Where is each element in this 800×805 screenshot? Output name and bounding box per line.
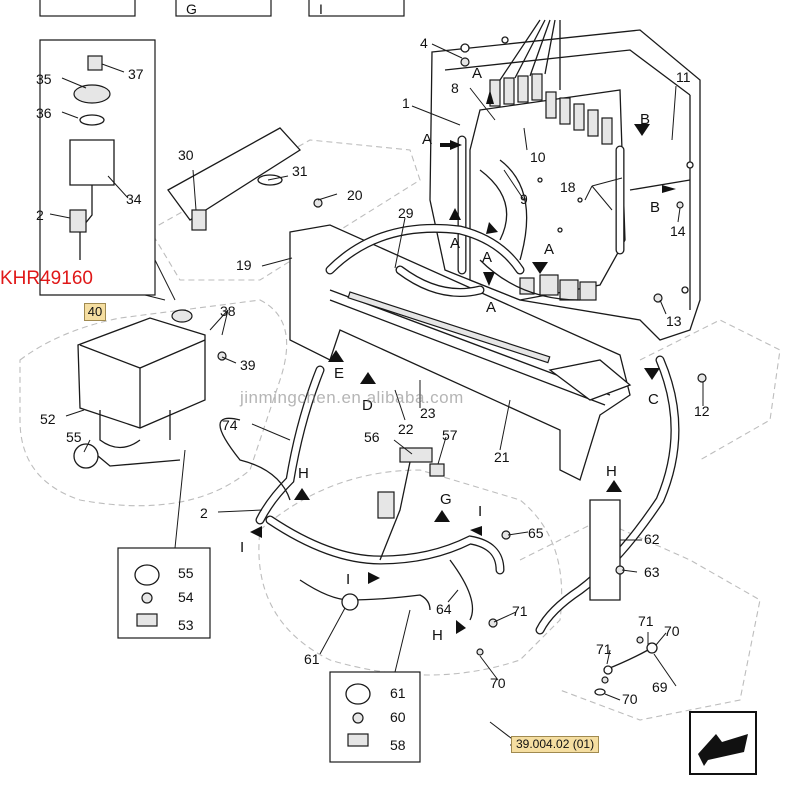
ignition-inset [39, 39, 176, 301]
callout-23: 23 [420, 405, 436, 421]
callout-53: 53 [178, 617, 194, 633]
callout-20: 20 [347, 187, 363, 203]
view-letter-h: H [298, 465, 309, 482]
machine-ghost-outline [19, 139, 781, 721]
leader-lines [49, 43, 704, 746]
view-letter-i: I [478, 503, 482, 520]
callout-29: 29 [398, 205, 414, 221]
callout-37: 37 [128, 66, 144, 82]
watermark: jinmingchen.en.alibaba.com [240, 388, 464, 407]
upper-harness [325, 223, 525, 297]
view-letter-h: H [432, 627, 443, 644]
view-letter-d: D [362, 397, 373, 414]
callout-65: 65 [528, 525, 544, 541]
callout-57: 57 [442, 427, 458, 443]
svg-text:I: I [319, 1, 323, 17]
part-code-label: KHR49160 [0, 268, 93, 289]
right-harness [535, 355, 680, 635]
callout-70-b: 70 [664, 623, 680, 639]
callout-70-c: 70 [622, 691, 638, 707]
callout-1: 1 [402, 95, 410, 111]
view-letter-e: E [334, 365, 344, 382]
view-letter-g: G [440, 491, 452, 508]
callout-2-bottom: 2 [200, 505, 208, 521]
callout-60: 60 [390, 709, 406, 725]
top-edge-boxes: G I [39, 0, 405, 17]
cover-plate [167, 127, 302, 231]
callout-4: 4 [420, 35, 428, 51]
view-letter-b: B [640, 111, 650, 128]
callout-21: 21 [494, 449, 510, 465]
callout-35: 35 [36, 71, 52, 87]
battery-box [73, 309, 206, 469]
callout-numbers: 4 1 8 9 10 11 12 13 14 18 19 20 21 22 23… [36, 35, 710, 753]
callout-71-c: 71 [596, 641, 612, 657]
callout-40-highlight: 40 [84, 303, 106, 321]
board-harness-tubes [457, 135, 691, 301]
callout-39: 39 [240, 357, 256, 373]
callout-38: 38 [220, 303, 236, 319]
view-letter-h: H [606, 463, 617, 480]
callout-70-a: 70 [490, 675, 506, 691]
callout-64: 64 [436, 601, 452, 617]
callout-55-top: 55 [66, 429, 82, 445]
callout-2-top: 2 [36, 207, 44, 223]
fasteners [217, 57, 707, 656]
view-letter-a: A [544, 241, 554, 258]
callout-18: 18 [560, 179, 576, 195]
callout-34: 34 [126, 191, 142, 207]
view-letter-b: B [650, 199, 660, 216]
view-letter-i: I [240, 539, 244, 556]
view-letter-a: A [450, 235, 460, 252]
callout-8: 8 [451, 80, 459, 96]
callout-71-b: 71 [638, 613, 654, 629]
inset-clip-61 [329, 609, 421, 763]
view-letters: A A A A A A B B C D E G H H H I I I [240, 65, 660, 644]
reference-tag[interactable]: 39.004.02 (01) [511, 736, 600, 753]
callout-36: 36 [36, 105, 52, 121]
view-letter-a: A [486, 299, 496, 316]
callout-19: 19 [236, 257, 252, 273]
callout-11: 11 [676, 69, 691, 85]
callout-9: 9 [520, 191, 528, 207]
callout-31: 31 [292, 163, 308, 179]
callout-58: 58 [390, 737, 406, 753]
callout-56: 56 [364, 429, 380, 445]
callout-69: 69 [652, 679, 668, 695]
callout-10: 10 [530, 149, 546, 165]
callout-62: 62 [644, 531, 660, 547]
callout-54: 54 [178, 589, 194, 605]
frame-beam [289, 224, 632, 481]
view-letter-a: A [472, 65, 482, 82]
view-letter-a: A [422, 131, 432, 148]
ground-cable [594, 636, 658, 696]
page-turn-arrow-icon[interactable] [689, 711, 757, 775]
callout-13: 13 [666, 313, 682, 329]
view-arrows [250, 90, 676, 634]
callout-52: 52 [40, 411, 56, 427]
callout-14: 14 [670, 223, 686, 239]
callout-61-inset: 61 [390, 685, 406, 701]
view-letter-i: I [346, 571, 350, 588]
callout-30: 30 [178, 147, 194, 163]
callout-55-inset: 55 [178, 565, 194, 581]
view-letter-c: C [648, 391, 659, 408]
callout-74: 74 [222, 417, 238, 433]
callout-63: 63 [644, 564, 660, 580]
svg-text:G: G [186, 1, 197, 17]
callout-71-a: 71 [512, 603, 528, 619]
view-letter-a: A [482, 249, 492, 266]
lower-harness [219, 365, 505, 621]
callout-22: 22 [398, 421, 414, 437]
control-board [469, 19, 626, 301]
inset-clip-55 [117, 449, 211, 639]
callout-12: 12 [694, 403, 710, 419]
callout-61: 61 [304, 651, 320, 667]
